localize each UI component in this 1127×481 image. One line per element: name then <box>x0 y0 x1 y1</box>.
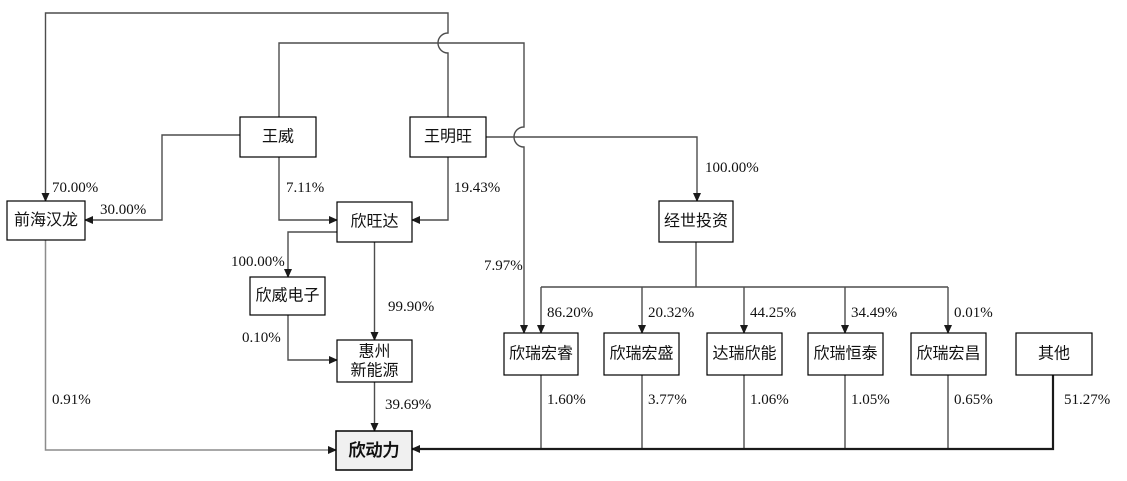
edge-label-stake-darui-xindongli: 1.06% <box>750 392 789 408</box>
node-label-wang-wei: 王威 <box>262 128 294 146</box>
edge-label-owner-jingshi-hongrui: 86.20% <box>547 305 593 321</box>
node-box-xinrui-hongrui <box>503 332 579 376</box>
node-label-xinrui-hongsheng: 欣瑞宏盛 <box>609 345 673 363</box>
edge-label-stake-hengtai-xindongli: 1.05% <box>851 392 890 408</box>
node-box-wang-wei <box>239 116 317 158</box>
edge-label-owner-jingshi-hongsheng: 20.32% <box>648 305 694 321</box>
node-box-huizhou-xinnengyuan <box>336 339 413 383</box>
edge-label-stake-hongrui-xindongli: 1.60% <box>547 392 586 408</box>
node-label-xinwangda: 欣旺达 <box>350 213 398 231</box>
node-label-xindongli: 欣动力 <box>349 440 400 460</box>
edge-label-owner-wangmingwang-xinwangda: 19.43% <box>454 180 500 196</box>
edge-owner-wangwei-xinrui-hongrui <box>278 42 528 334</box>
node-label-xinwei-dianzi: 欣威电子 <box>255 287 319 305</box>
edge-owner-xinwei-huizhou <box>287 315 338 364</box>
edge-owner-wangmingwang-jingshi <box>486 136 701 202</box>
edge-label-owner-qianhai-xindongli: 0.91% <box>52 392 91 408</box>
edge-label-owner-jingshi-hongchang: 0.01% <box>954 305 993 321</box>
edge-stake-qita-xindongli <box>411 375 1055 453</box>
node-label-xinrui-hongchang: 欣瑞宏昌 <box>916 345 980 363</box>
edge-label-owner-wangmingwang-qianhai: 70.00% <box>52 180 98 196</box>
node-box-xinwangda <box>336 201 413 243</box>
node-box-xinrui-hongsheng <box>603 332 680 376</box>
labels-layer: 70.00%30.00% 7.11% 19.43% 7.97% 100.00% 100.0… <box>52 160 1110 413</box>
node-label-huizhou-xinnengyuan: 惠州新能源 <box>350 342 398 379</box>
edge-label-owner-wangmingwang-jingshi: 100.00% <box>705 160 759 176</box>
node-box-xinwei-dianzi <box>249 276 326 316</box>
edge-label-stake-qita-xindongli: 51.27% <box>1064 392 1110 408</box>
node-box-xindongli <box>335 430 413 471</box>
node-box-wang-mingwang <box>409 116 487 158</box>
edge-label-owner-xinwangda-xinwei: 100.00% <box>231 254 285 270</box>
edge-label-owner-jingshi-darui: 44.25% <box>750 305 796 321</box>
node-label-jingshi-touzi: 经世投资 <box>664 212 728 230</box>
edge-owner-xinwangda-xinwei <box>284 231 337 278</box>
edge-label-owner-jingshi-hengtai: 34.49% <box>851 305 897 321</box>
node-label-qianhai-hanlong: 前海汉龙 <box>14 211 78 229</box>
edge-owner-qianhai-xindongli <box>44 240 337 454</box>
edge-label-owner-huizhou-xindongli: 39.69% <box>385 397 431 413</box>
node-box-darui-xinneng <box>706 332 783 376</box>
node-label-qita: 其他 <box>1038 345 1070 363</box>
node-label-xinrui-hongrui: 欣瑞宏睿 <box>509 345 573 363</box>
edge-label-owner-xinwangda-huizhou: 99.90% <box>388 299 434 315</box>
edge-label-stake-hongchang-xindongli: 0.65% <box>954 392 993 408</box>
node-box-xinrui-hongchang <box>910 332 987 376</box>
node-box-qita <box>1015 332 1093 376</box>
edge-label-owner-wangwei-xinwangda: 7.11% <box>286 180 324 196</box>
edge-label-stake-hongsheng-xindongli: 3.77% <box>648 392 687 408</box>
node-box-jingshi-touzi <box>658 200 734 243</box>
edge-label-owner-wangwei-qianhai: 30.00% <box>100 202 146 218</box>
edge-owner-wangwei-qianhai <box>84 134 240 224</box>
edge-owner-wangmingwang-xinwangda <box>411 157 449 224</box>
node-label-darui-xinneng: 达瑞欣能 <box>712 345 776 363</box>
edge-owner-wangmingwang-qianhai <box>41 12 449 202</box>
edge-label-owner-xinwei-huizhou: 0.10% <box>242 330 281 346</box>
node-label-wang-mingwang: 王明旺 <box>424 129 472 146</box>
node-box-xinrui-hengtai <box>807 332 884 376</box>
edges-layer <box>41 12 1055 454</box>
node-box-qianhai-hanlong <box>6 200 86 241</box>
edge-label-owner-wangwei-xinrui-hongrui: 7.97% <box>484 258 523 274</box>
node-label-xinrui-hengtai: 欣瑞恒泰 <box>813 345 877 363</box>
edge-owner-wangwei-xinwangda <box>278 157 338 224</box>
